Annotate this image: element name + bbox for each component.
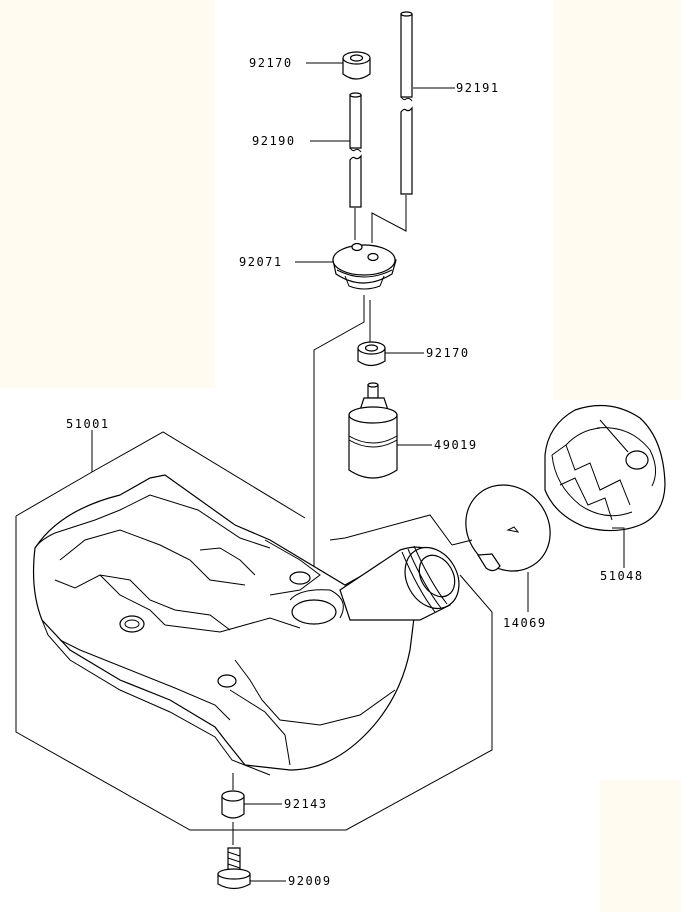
leader-92009: 92009 (250, 874, 332, 888)
part-92009-screw (217, 847, 251, 890)
part-number-51001: 51001 (66, 417, 110, 431)
leader-92071: 92071 (239, 255, 334, 269)
leader-49019: 49019 (397, 438, 478, 452)
leader-92191: 92191 (413, 81, 500, 95)
leader-92143: 92143 (244, 797, 328, 811)
part-number-49019: 49019 (434, 438, 478, 452)
part-92143-bushing (221, 790, 245, 819)
tube-guide-lines (354, 195, 407, 243)
leader-92170-top: 92170 (249, 56, 343, 70)
leader-51001: 51001 (66, 417, 110, 472)
part-number-92170-lower: 92170 (426, 346, 470, 360)
part-92071-grommet (332, 242, 397, 290)
grommet-to-tank-guide (313, 295, 365, 600)
leader-92170-lower: 92170 (385, 346, 470, 360)
part-49019-filter (348, 382, 398, 479)
part-number-51048: 51048 (600, 569, 644, 583)
part-number-92190: 92190 (252, 134, 296, 148)
part-51048-cap (544, 404, 666, 532)
leader-14069: 14069 (503, 572, 547, 630)
part-92190-tube (349, 92, 362, 208)
part-number-92071: 92071 (239, 255, 283, 269)
part-number-92191: 92191 (456, 81, 500, 95)
part-number-14069: 14069 (503, 616, 547, 630)
part-51001-tank (15, 431, 493, 831)
part-92170-collar-top (342, 51, 371, 80)
part-number-92170-top: 92170 (249, 56, 293, 70)
part-number-92143: 92143 (284, 797, 328, 811)
part-14069-disc (465, 484, 551, 572)
leader-92190: 92190 (252, 134, 350, 148)
part-92170-collar-lower (357, 341, 386, 367)
leader-51048: 51048 (600, 527, 644, 583)
part-92191-tube (400, 11, 413, 195)
part-number-92009: 92009 (288, 874, 332, 888)
